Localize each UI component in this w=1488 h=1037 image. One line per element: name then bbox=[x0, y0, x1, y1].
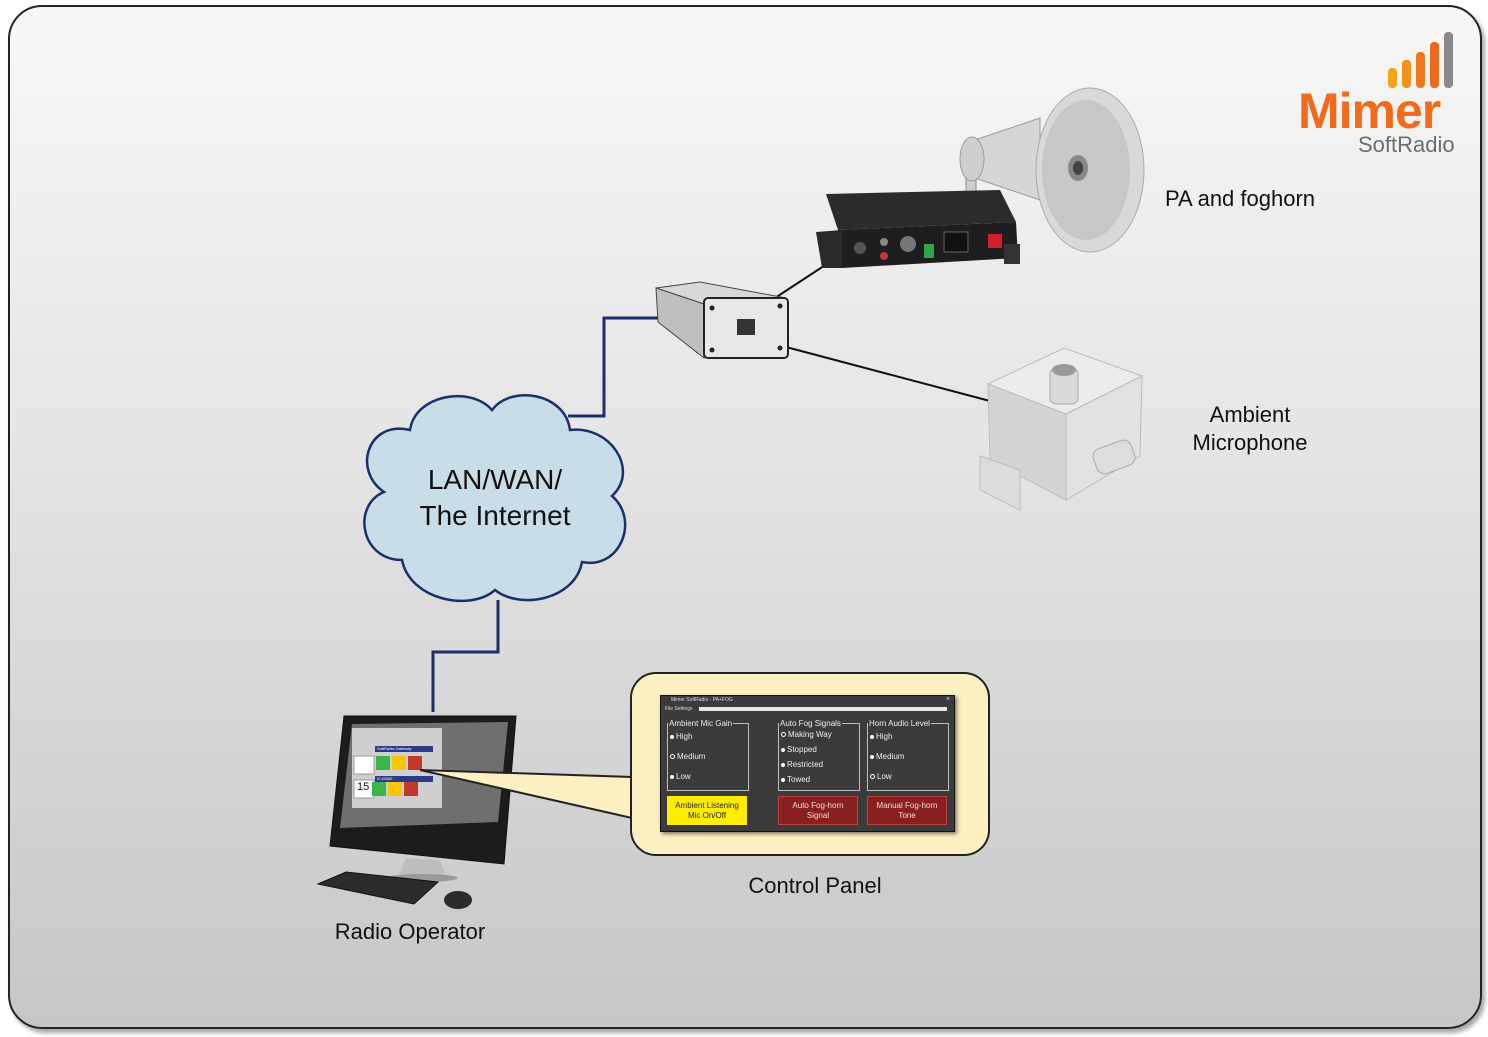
radio-dot-icon bbox=[670, 754, 675, 760]
option-label: Stopped bbox=[787, 745, 817, 754]
radio-dot-icon bbox=[870, 774, 875, 780]
window-menu[interactable]: File Settings bbox=[665, 706, 693, 712]
amplifier-icon bbox=[816, 190, 1020, 268]
group-title: Auto Fog Signals bbox=[779, 719, 842, 728]
button-label-line2: Signal bbox=[806, 810, 830, 820]
radio-option[interactable]: Medium bbox=[670, 752, 705, 761]
button-label-line2: Tone bbox=[898, 810, 916, 820]
radio-dot-icon bbox=[781, 747, 785, 752]
group-title: Horn Audio Level bbox=[868, 719, 931, 728]
cloud-label: LAN/WAN/ The Internet bbox=[390, 462, 600, 534]
option-label: Low bbox=[877, 772, 892, 781]
radio-option[interactable]: High bbox=[670, 732, 692, 741]
mouse-icon bbox=[444, 891, 472, 909]
radio-option[interactable]: Low bbox=[870, 772, 892, 781]
network-link-cloud-computer bbox=[431, 600, 500, 712]
button-label-line1: Auto Fog-horn bbox=[792, 800, 844, 810]
control-panel-window: Mimer SoftRadio - PA+FOG × File Settings… bbox=[660, 695, 955, 832]
radio-dot-icon bbox=[870, 754, 874, 759]
radio-dot-icon bbox=[781, 777, 785, 782]
window-toolbar bbox=[699, 707, 947, 711]
screen-row1-title: SoftRadio Gateway bbox=[377, 746, 412, 751]
logo-sub: SoftRadio bbox=[1358, 132, 1455, 157]
option-label: Towed bbox=[787, 775, 811, 784]
group-auto-fog-signals: Auto Fog Signals Making Way Stopped Rest… bbox=[778, 719, 860, 791]
radio-option[interactable]: Restricted bbox=[781, 760, 823, 769]
group-horn-audio-level: Horn Audio Level High Medium Low bbox=[867, 719, 949, 791]
junction-box-microphone-icon bbox=[979, 347, 1144, 511]
radio-option[interactable]: Medium bbox=[870, 752, 904, 761]
computer-monitor-icon bbox=[329, 715, 517, 882]
button-label-line1: Manual Fog-horn bbox=[876, 800, 938, 810]
radio-option[interactable]: Stopped bbox=[781, 745, 817, 754]
radio-option[interactable]: Towed bbox=[781, 775, 810, 784]
option-label: Low bbox=[676, 772, 691, 781]
cloud-label-line2: The Internet bbox=[419, 500, 571, 531]
network-link-adapter-cloud bbox=[568, 316, 668, 418]
option-label: High bbox=[876, 732, 893, 741]
option-label: Medium bbox=[677, 752, 706, 761]
cloud-label-line1: LAN/WAN/ bbox=[427, 464, 563, 495]
logo-bars-icon bbox=[1388, 32, 1453, 88]
radio-dot-icon bbox=[781, 762, 785, 767]
radio-dot-icon bbox=[670, 774, 674, 779]
radio-dot-icon bbox=[670, 734, 674, 739]
button-label-line1: Ambient Listening bbox=[675, 800, 739, 810]
screen-row2-title: IC-M400 bbox=[377, 776, 393, 781]
option-label: Medium bbox=[876, 752, 905, 761]
label-radio-operator: Radio Operator bbox=[334, 919, 486, 944]
option-label: Restricted bbox=[787, 760, 824, 769]
radio-dot-icon bbox=[870, 734, 874, 739]
label-ambient-mic: Ambient Microphone bbox=[1170, 401, 1330, 457]
label-control-panel: Control Panel bbox=[748, 873, 882, 898]
group-ambient-mic-gain: Ambient Mic Gain High Medium Low bbox=[667, 719, 749, 791]
logo-word: Mimer bbox=[1298, 83, 1441, 139]
option-label: Making Way bbox=[788, 730, 832, 739]
button-label-line2: Mic On/Off bbox=[687, 810, 727, 820]
radio-dot-icon bbox=[781, 732, 786, 738]
option-label: High bbox=[676, 732, 693, 741]
radio-option[interactable]: High bbox=[870, 732, 892, 741]
radio-option[interactable]: Low bbox=[670, 772, 691, 781]
diagram-frame bbox=[8, 5, 1482, 1029]
screen-channel: 15 bbox=[357, 781, 370, 793]
label-pa-foghorn: PA and foghorn bbox=[1164, 186, 1316, 211]
network-adapter-icon bbox=[655, 281, 789, 360]
keyboard-icon bbox=[316, 871, 440, 905]
group-title: Ambient Mic Gain bbox=[668, 719, 734, 728]
window-title: Mimer SoftRadio - PA+FOG bbox=[671, 697, 733, 703]
label-ambient-mic-line2: Microphone bbox=[1192, 430, 1308, 455]
cable-adapter-microphone bbox=[785, 346, 991, 402]
radio-option[interactable]: Making Way bbox=[781, 730, 832, 739]
label-ambient-mic-line1: Ambient bbox=[1209, 402, 1291, 427]
cloud-icon bbox=[363, 394, 627, 603]
window-close-button[interactable]: × bbox=[945, 696, 950, 703]
